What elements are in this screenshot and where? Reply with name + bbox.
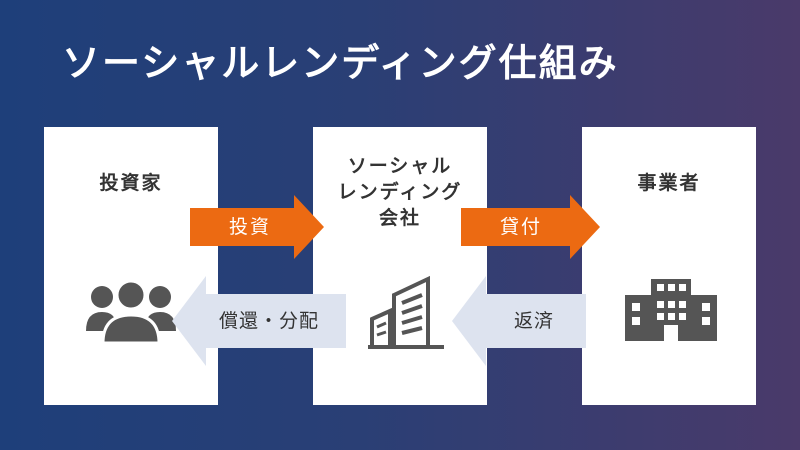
people-group-icon	[86, 279, 176, 345]
investor-box: 投資家	[44, 127, 218, 405]
investor-label: 投資家	[99, 172, 163, 194]
buildings-icon	[368, 275, 444, 349]
repay-arrow-label: 返済	[513, 310, 554, 332]
lend-arrow: 貸付	[461, 195, 600, 259]
company-label-line2: レンディング	[337, 181, 463, 203]
page-title: ソーシャルレンディング仕組み	[62, 41, 619, 85]
business-label: 事業者	[637, 172, 701, 194]
repay-arrow: 返済	[452, 276, 586, 366]
repayment-distribution-arrow: 償還・分配	[172, 276, 346, 366]
company-label-line1: ソーシャル	[347, 155, 453, 177]
repayment-distribution-label: 償還・分配	[218, 310, 319, 332]
invest-arrow-label: 投資	[228, 216, 271, 238]
business-operator-box: 事業者	[582, 127, 756, 405]
office-building-icon	[625, 279, 717, 341]
invest-arrow: 投資	[190, 195, 324, 259]
lend-arrow-label: 貸付	[499, 216, 542, 238]
company-label-line3: 会社	[378, 207, 421, 229]
